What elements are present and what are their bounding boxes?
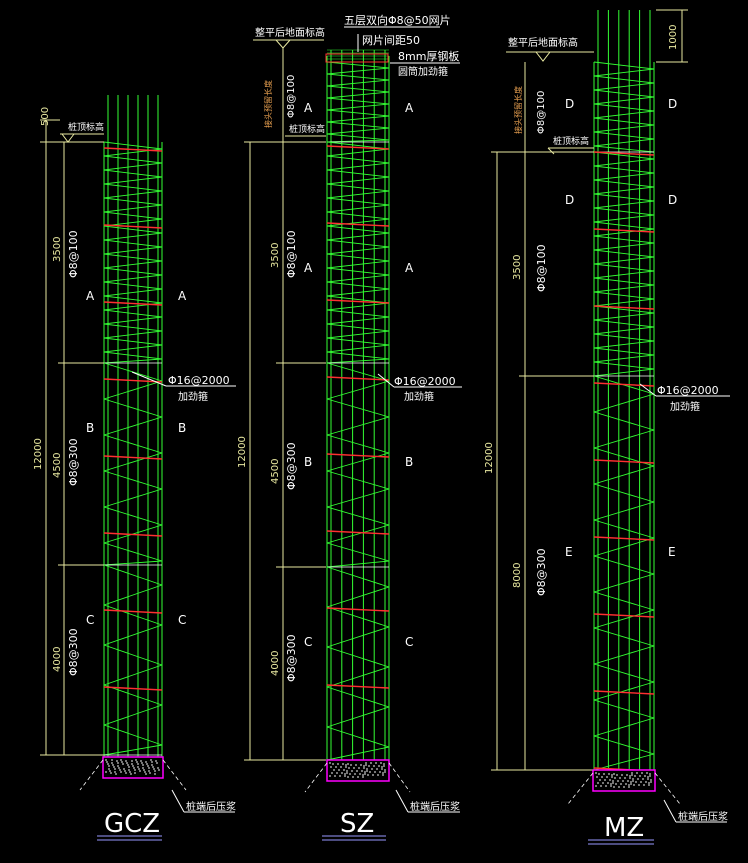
- mz-grout-dots: [595, 772, 652, 788]
- gcz-spread-lines: [79, 759, 187, 791]
- sz-top-note: 接头预留长度: [263, 80, 273, 128]
- mz-top-section-right: D: [668, 97, 677, 111]
- sz-seg2-length: 4500: [270, 459, 281, 484]
- gcz-seg3-length: 4000: [52, 647, 63, 672]
- sz-seg2-rebar: Φ8@300: [285, 442, 298, 490]
- mz-top-rebar: Φ8@100: [536, 91, 547, 134]
- mz-seg2-rebar: Φ8@300: [535, 548, 548, 596]
- gcz-section-c-right: C: [178, 613, 186, 627]
- sz-stiffener-sub: 加劲箍: [404, 390, 434, 403]
- mz-grout-block: [592, 769, 656, 792]
- mz-section-e-left: E: [565, 545, 573, 559]
- mz-stiffener-label: Φ16@2000: [657, 384, 719, 397]
- gcz-cage: [103, 95, 163, 757]
- sz-section-b-left: B: [304, 455, 312, 469]
- sz-pile-top-label: 桩顶标高: [289, 123, 325, 135]
- sz-seg1-rebar: Φ8@100: [285, 230, 298, 278]
- mz-ground-label: 整平后地面标高: [508, 36, 578, 49]
- mz-top-dim: 1000: [668, 25, 679, 50]
- sz-grout-dots: [329, 762, 386, 778]
- mz-title: MZ: [604, 813, 644, 843]
- mz-section-d-left: D: [565, 193, 574, 207]
- mz-dimension-lines: [491, 62, 594, 771]
- sz-header-mesh: 五层双向Φ8@50网片: [344, 13, 451, 27]
- gcz-section-b-left: B: [86, 421, 94, 435]
- sz-section-b-right: B: [405, 455, 413, 469]
- mz-seg1-length: 3500: [512, 255, 523, 280]
- sz-spread-lines: [304, 762, 411, 793]
- sz-stiffener-label: Φ16@2000: [394, 375, 456, 388]
- gcz-ground-label: 桩顶标高: [68, 121, 104, 133]
- gcz-seg2-length: 4500: [52, 453, 63, 478]
- gcz-dimension-lines: [40, 119, 104, 756]
- sz-section-c-left: C: [304, 635, 312, 649]
- gcz-seg3-rebar: Φ8@300: [67, 628, 80, 676]
- gcz-section-b-right: B: [178, 421, 186, 435]
- sz-total-dim: 12000: [237, 436, 248, 468]
- gcz-top-dim: 500: [40, 107, 51, 126]
- sz-top-section-right: A: [405, 101, 414, 115]
- gcz-grout-dots: [105, 759, 160, 775]
- gcz-title: GCZ: [104, 809, 160, 839]
- mz-section-d-right: D: [668, 193, 677, 207]
- sz-header-spacing: 网片间距50: [362, 34, 420, 47]
- mz-top-note: 接头预留长度: [513, 86, 523, 134]
- sz-section-c-right: C: [405, 635, 413, 649]
- mz-seg2-length: 8000: [512, 563, 523, 588]
- gcz-section-c-left: C: [86, 613, 94, 627]
- sz-grout-block: [326, 759, 390, 782]
- gcz-base-label: 桩端后压浆: [186, 800, 236, 813]
- mz-base-label: 桩端后压浆: [678, 810, 728, 823]
- sz-section-a-right: A: [405, 261, 414, 275]
- mz-column: 1000 整平后地面标高 Φ8@100 接头预留长度 D D 桩顶标高 1200…: [484, 9, 730, 845]
- mz-top-dim-lines: [656, 9, 688, 63]
- mz-pile-top-label: 桩顶标高: [553, 135, 589, 147]
- sz-top-section-left: A: [304, 101, 313, 115]
- sz-column: 五层双向Φ8@50网片 网片间距50 8mm厚钢板 圆筒加劲箍 整平后地面标高 …: [237, 13, 462, 841]
- gcz-section-a-right: A: [178, 289, 187, 303]
- sz-title: SZ: [340, 809, 374, 839]
- gcz-stiffener-label: Φ16@2000: [168, 374, 230, 387]
- sz-section-a-left: A: [304, 261, 313, 275]
- gcz-seg2-rebar: Φ8@300: [67, 438, 80, 486]
- sz-plate-label: 8mm厚钢板: [398, 49, 459, 63]
- mz-section-e-right: E: [668, 545, 676, 559]
- gcz-stiffener-sub: 加劲箍: [178, 390, 208, 403]
- gcz-column: 500 12000 3500 Φ8@100 4500 Φ8@300 4000 Φ…: [33, 95, 236, 841]
- gcz-total-dim: 12000: [33, 438, 44, 470]
- sz-ground-label: 整平后地面标高: [255, 26, 325, 39]
- sz-plate-sub: 圆筒加劲箍: [398, 65, 448, 78]
- sz-dimension-lines: [244, 48, 326, 761]
- mz-stiffener-sub: 加劲箍: [670, 400, 700, 413]
- sz-top-rebar: Φ8@100: [286, 75, 297, 118]
- sz-seg3-length: 4000: [270, 651, 281, 676]
- mz-top-section-left: D: [565, 97, 574, 111]
- gcz-seg1-length: 3500: [52, 237, 63, 262]
- mz-total-dim: 12000: [484, 442, 495, 474]
- gcz-section-a-left: A: [86, 289, 95, 303]
- sz-base-label: 桩端后压浆: [410, 800, 460, 813]
- gcz-seg1-rebar: Φ8@100: [67, 230, 80, 278]
- mz-seg1-rebar: Φ8@100: [535, 244, 548, 292]
- mz-cage: [593, 10, 655, 772]
- sz-seg3-rebar: Φ8@300: [285, 634, 298, 682]
- sz-seg1-length: 3500: [270, 243, 281, 268]
